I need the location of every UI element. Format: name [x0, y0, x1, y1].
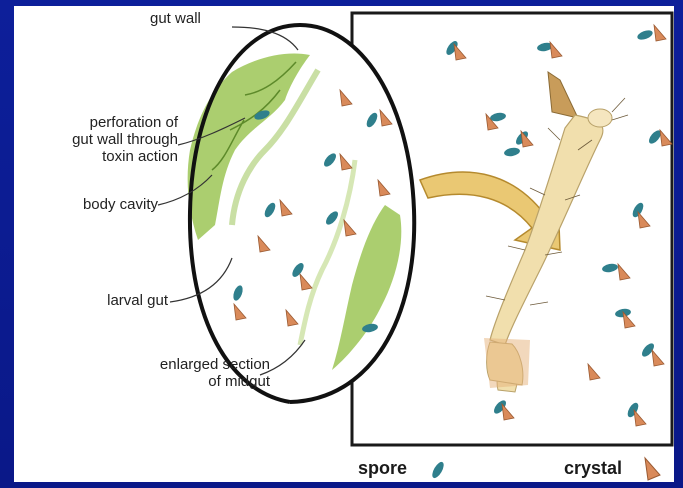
label-perforation-2: gut wall through — [22, 131, 178, 148]
crystal-legend-icon — [645, 458, 660, 480]
label-larval-gut: larval gut — [22, 292, 168, 309]
label-body-cavity: body cavity — [22, 196, 158, 213]
label-enlarged-2: of midgut — [100, 373, 270, 390]
legend-crystal: crystal — [564, 458, 622, 479]
label-enlarged-1: enlarged section — [100, 356, 270, 373]
spore-legend-icon — [430, 460, 446, 480]
label-gut-wall: gut wall — [150, 10, 201, 27]
label-perforation-3: toxin action — [22, 148, 178, 165]
legend-spore: spore — [358, 458, 407, 479]
label-perforation-1: perforation of — [22, 114, 178, 131]
